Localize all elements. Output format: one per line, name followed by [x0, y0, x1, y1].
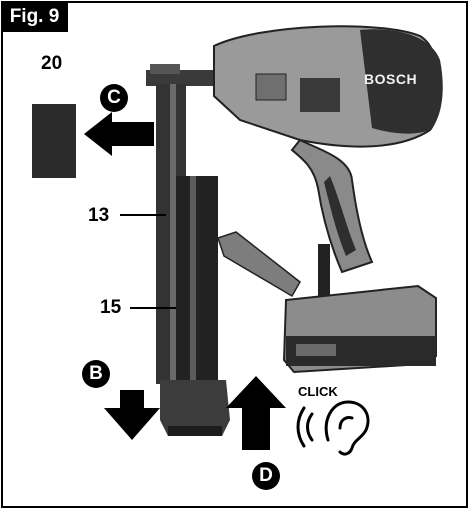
arrow-b-icon [104, 390, 160, 440]
tool-body-dark-band [360, 29, 443, 134]
contact-tip-pad [168, 426, 222, 436]
magazine-top-detail [150, 64, 180, 74]
arrow-c-icon [84, 112, 154, 156]
step-b-badge: B [82, 360, 110, 388]
vent-slots [300, 78, 340, 112]
support-arm [217, 231, 301, 298]
brand-logo: BOSCH [364, 71, 418, 87]
nose-housing [176, 176, 218, 386]
ear-icon [296, 400, 370, 456]
nose-highlight [190, 176, 196, 386]
nail-strip [32, 104, 76, 178]
handle-grip [324, 176, 356, 256]
callout-13: 13 [88, 205, 110, 226]
battery-indicator [296, 344, 336, 356]
arrow-d-icon [226, 376, 286, 450]
magazine-rail-highlight [170, 84, 176, 384]
control-panel [255, 73, 287, 101]
belt-hook [318, 244, 330, 300]
callout-20: 20 [41, 53, 63, 74]
figure-label: Fig. 9 [1, 1, 68, 32]
click-label: CLICK [298, 384, 338, 399]
callout-15: 15 [100, 297, 122, 318]
step-c-badge: C [100, 84, 128, 112]
contact-tip [160, 380, 230, 436]
step-d-badge: D [252, 462, 280, 490]
